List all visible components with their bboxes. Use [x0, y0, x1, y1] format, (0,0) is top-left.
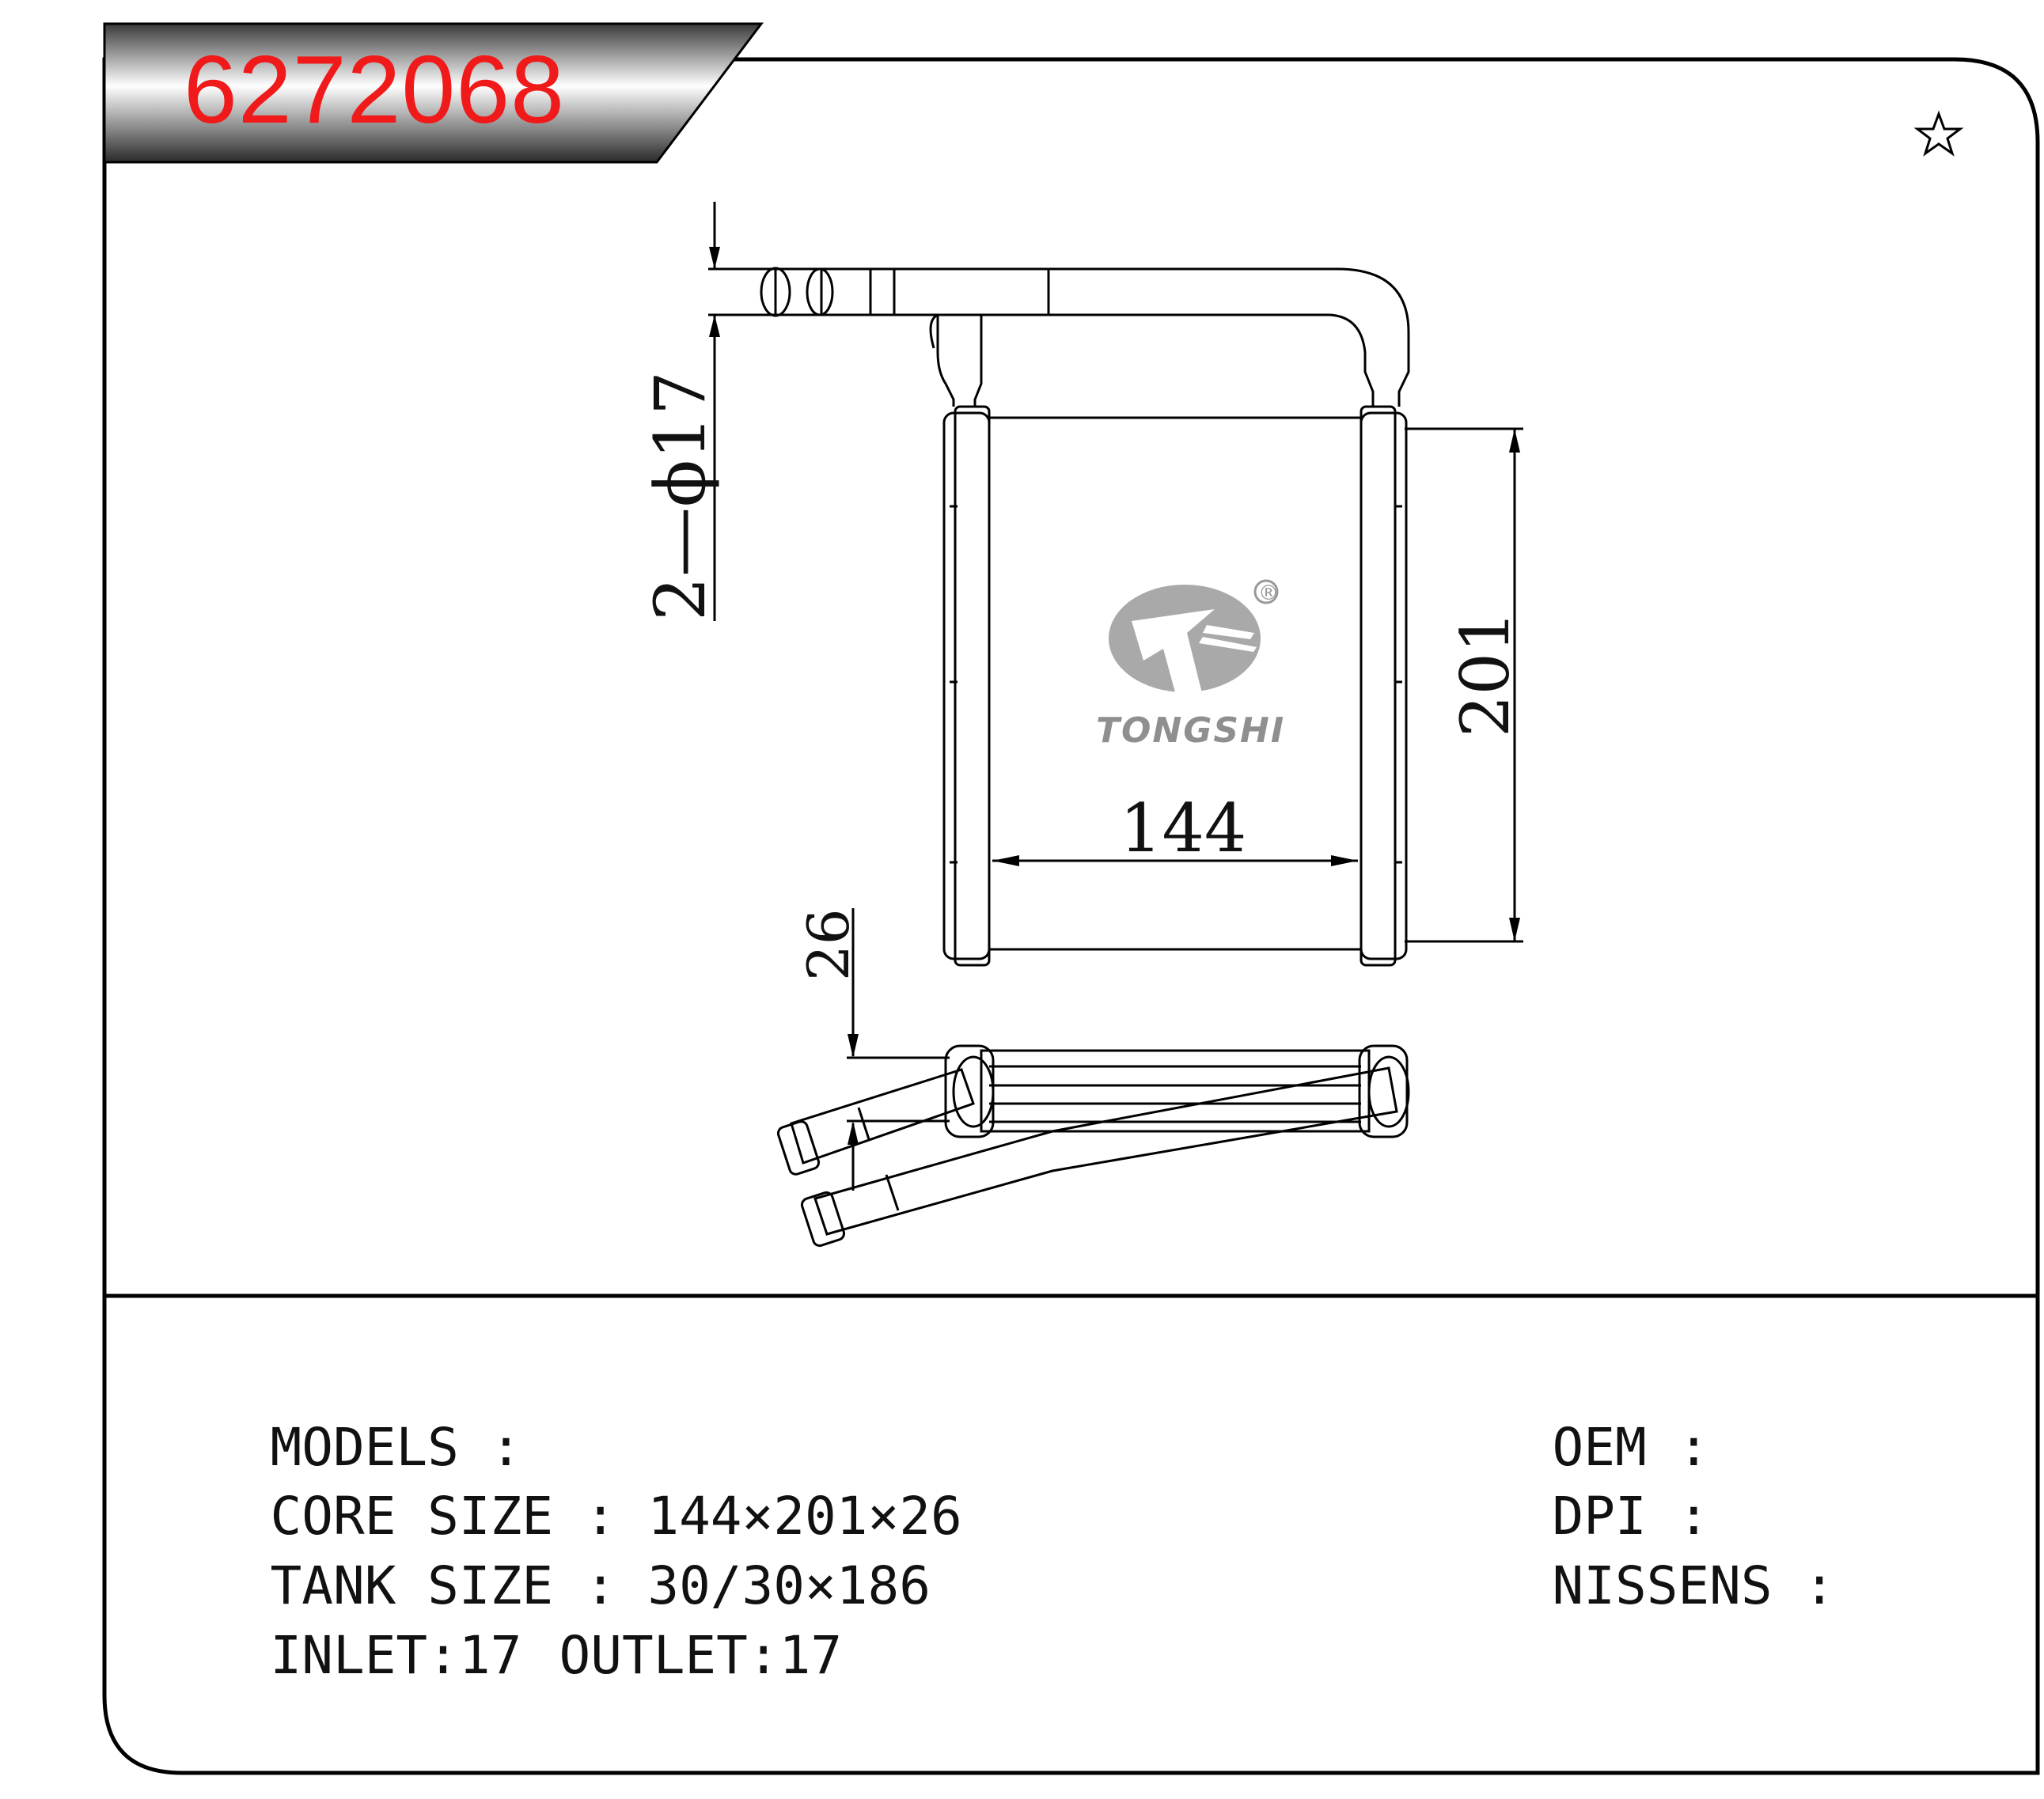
spec-models-label: MODELS — [270, 1417, 459, 1478]
spec-models-sep: : — [458, 1417, 522, 1478]
height-dimension-label: 201 — [1447, 611, 1524, 737]
spec-core-size-sep: : — [553, 1486, 648, 1547]
pipe-diameter-label: 2—ϕ17 — [639, 371, 721, 621]
header-tab — [103, 22, 764, 164]
spec-tank-size: TANK SIZE : 30/30×186 — [207, 1508, 930, 1612]
depth-dimension-label: 26 — [795, 908, 862, 981]
spec-dpi: DPI : — [1489, 1438, 1709, 1543]
spec-nissens-label: NISSENS — [1552, 1555, 1773, 1616]
outer-frame — [102, 57, 2040, 1775]
spec-core-size-label: CORE SIZE — [270, 1486, 554, 1547]
spec-outlet-label: OUTLET: — [559, 1625, 779, 1686]
dimension-lines — [708, 202, 1523, 1191]
spec-outlet: OUTLET:17 — [496, 1577, 842, 1682]
spec-dpi-label: DPI — [1552, 1486, 1647, 1547]
spec-tank-size-sep: : — [553, 1555, 648, 1616]
spec-inlet-value: 17 — [458, 1625, 522, 1686]
dimension-arrows — [709, 247, 1520, 1145]
spec-models: MODELS : — [207, 1369, 521, 1474]
part-number: 6272068 — [184, 36, 565, 143]
brand-name: TONGSHI — [1096, 710, 1285, 751]
spec-tank-size-label: TANK SIZE — [270, 1555, 554, 1616]
spec-dpi-sep: : — [1646, 1486, 1710, 1547]
tongshi-logo — [1109, 579, 1279, 696]
spec-oem: OEM : — [1489, 1369, 1709, 1474]
spec-oem-label: OEM — [1552, 1417, 1647, 1478]
spec-inlet-label: INLET: — [270, 1625, 459, 1686]
front-view — [760, 267, 1410, 967]
spec-core-size: CORE SIZE : 144×201×26 — [207, 1438, 961, 1543]
spec-outlet-value: 17 — [779, 1625, 843, 1686]
top-view — [776, 1044, 1410, 1248]
spec-core-size-value: 144×201×26 — [647, 1486, 962, 1547]
registered-mark: ® — [1258, 581, 1279, 605]
spec-nissens: NISSENS : — [1489, 1508, 1835, 1612]
spec-tank-size-value: 30/30×186 — [647, 1555, 931, 1616]
spec-nissens-sep: : — [1772, 1555, 1836, 1616]
star-outline-icon — [1913, 110, 1964, 157]
spec-oem-sep: : — [1646, 1417, 1710, 1478]
width-dimension-label: 144 — [1120, 790, 1246, 867]
spec-inlet: INLET:17 — [207, 1577, 521, 1682]
